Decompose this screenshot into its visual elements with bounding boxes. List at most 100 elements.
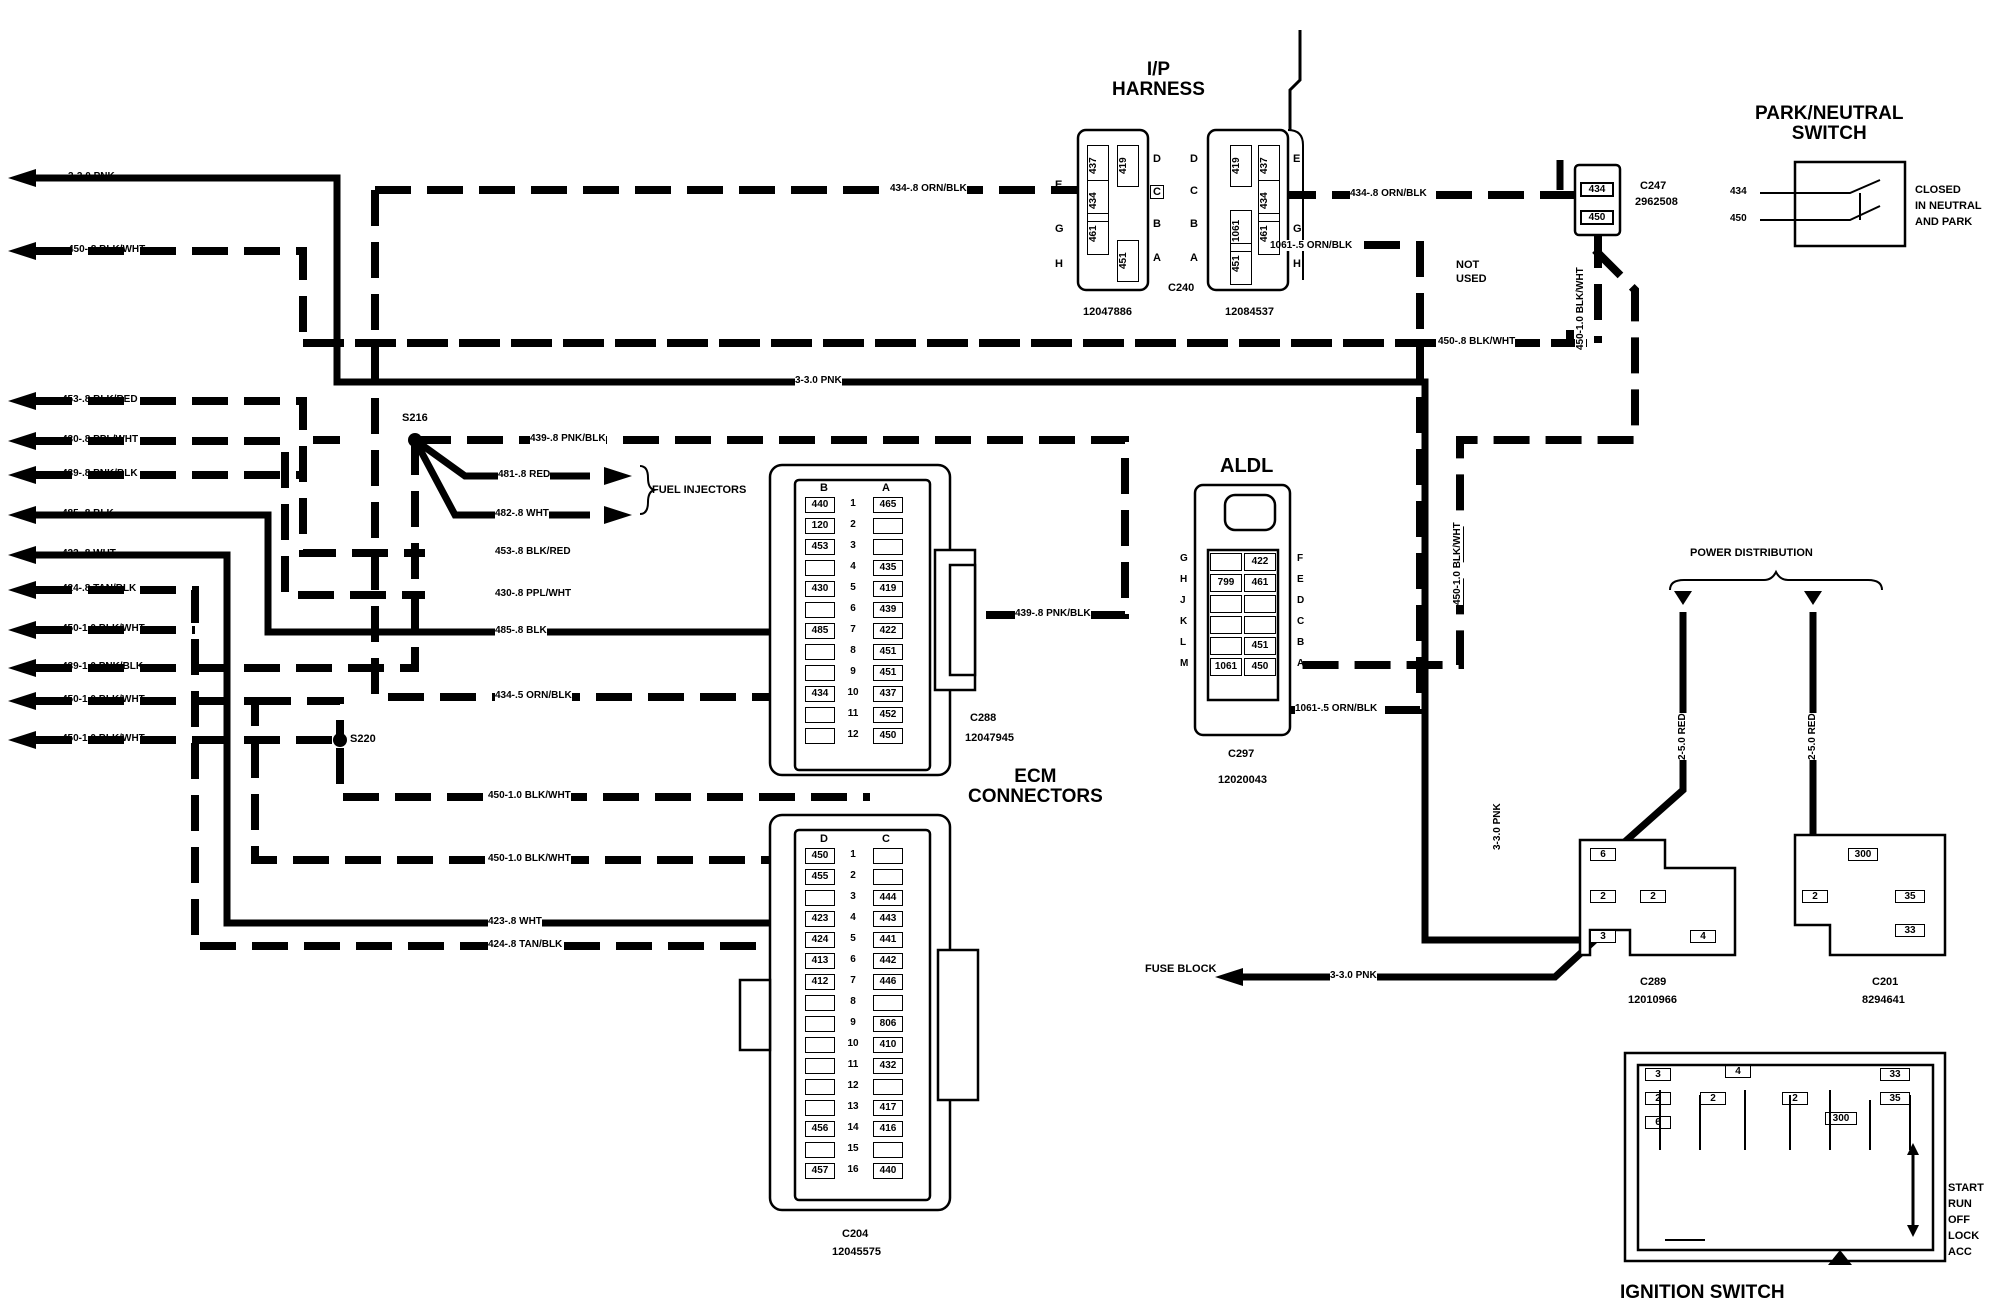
c204-col-c: C (882, 833, 890, 845)
c204-left-pin (805, 995, 835, 1011)
c204-right-pin: 444 (873, 890, 903, 906)
c204-left-pin (805, 1100, 835, 1116)
c204-right-pin (873, 848, 903, 864)
park-pin-b: 450 (1730, 213, 1747, 224)
c247-part: 2962508 (1635, 196, 1678, 208)
c288-id: C288 (970, 712, 997, 724)
c204-right-pin: 440 (873, 1163, 903, 1179)
aldl-letter-left: K (1180, 616, 1188, 627)
c288-right-pin: 439 (873, 602, 903, 618)
left-wire-8: 424-.8 TAN/BLK (62, 583, 137, 594)
c288-left-pin (805, 644, 835, 660)
ignition-switch (1623, 1051, 1947, 1265)
c247-pin-1: 434 (1580, 182, 1614, 197)
c288-row-number: 3 (850, 540, 856, 551)
aldl-letter-right: B (1297, 637, 1305, 648)
c240-letter-d2: D (1190, 153, 1198, 165)
wire-450-top (36, 247, 1574, 347)
w3-fuse-label: 3-3.0 PNK (1330, 970, 1377, 981)
c204-right-pin: 442 (873, 953, 903, 969)
c204-left-pin: 412 (805, 974, 835, 990)
c288-right-pin: 451 (873, 665, 903, 681)
c204-col-d: D (820, 833, 828, 845)
arrow-red-a (1674, 591, 1692, 605)
c297-part: 12020043 (1218, 774, 1267, 786)
arrow-482 (604, 506, 632, 524)
w450-mid-label: 450-.8 BLK/WHT (1438, 336, 1516, 347)
c240-letter-c2: C (1190, 185, 1198, 197)
c204-id: C204 (842, 1228, 869, 1240)
w3-vert-label: 3-3.0 PNK (1492, 803, 1503, 850)
c247-id: C247 (1640, 180, 1667, 192)
w2-red-b-label: 2-5.0 RED (1807, 713, 1818, 760)
c289-id: C289 (1640, 976, 1667, 988)
c204-left-pin: 457 (805, 1163, 835, 1179)
c204-left-pin (805, 1142, 835, 1158)
s220-label: S220 (350, 733, 376, 745)
c288-row-number: 8 (850, 645, 856, 656)
w450-vert-label: 450-1.0 BLK/WHT (1575, 267, 1586, 350)
ign-pin-2c: 2 (1782, 1092, 1808, 1105)
w450-low-label: 450-1.0 BLK/WHT (488, 790, 571, 801)
aldl-pin (1244, 616, 1276, 634)
c289-pin-6: 6 (1590, 848, 1616, 861)
c288-left-pin (805, 560, 835, 576)
c288-left-pin: 430 (805, 581, 835, 597)
w485-label: 485-.8 BLK (495, 625, 547, 636)
left-wire-10: 439-1.0 PNK/BLK (62, 661, 144, 672)
c240-letters-la: E (1055, 179, 1063, 191)
w424-label: 424-.8 TAN/BLK (488, 939, 563, 950)
c288-right-pin: 419 (873, 581, 903, 597)
c204-row-number: 7 (850, 975, 856, 986)
w2-red-a-label: 2-5.0 RED (1677, 713, 1688, 760)
wire-439-right (415, 436, 1129, 619)
ign-pin-4: 4 (1725, 1065, 1751, 1078)
c201-pin-33: 33 (1895, 924, 1925, 937)
c204-right-pin: 416 (873, 1121, 903, 1137)
c289-pin-3: 3 (1590, 930, 1616, 943)
wire-434-down (371, 190, 805, 701)
c204-row-number: 16 (847, 1164, 859, 1175)
c288-row-number: 10 (847, 687, 859, 698)
left-wire-7: 423-.8 WHT (62, 548, 116, 559)
arrow-481 (604, 467, 632, 485)
aldl-letter-left: M (1180, 658, 1189, 669)
c204-right-pin (873, 995, 903, 1011)
aldl-letter-right: E (1297, 574, 1304, 585)
c247-pin-2: 450 (1580, 210, 1614, 225)
c297-id: C297 (1228, 748, 1255, 760)
c240-id: C240 (1168, 282, 1195, 294)
c240-part-b: 12084537 (1225, 306, 1274, 318)
c288-row-number: 9 (850, 666, 856, 677)
aldl-letter-left: J (1180, 595, 1186, 606)
ign-pin-33: 33 (1880, 1068, 1910, 1081)
c288-right-pin (873, 518, 903, 534)
c288-row-number: 5 (850, 582, 856, 593)
c240b-pin-419: 419 (1230, 145, 1252, 187)
c240-part-a: 12047886 (1083, 306, 1132, 318)
c240-letter-c: C (1150, 185, 1164, 199)
aldl-title: ALDL (1220, 455, 1274, 477)
w439-right-label: 439-.8 PNK/BLK (1015, 608, 1091, 619)
aldl-letter-right: D (1297, 595, 1305, 606)
c204-right-pin: 806 (873, 1016, 903, 1032)
left-wire-6: 485-.8 BLK (62, 508, 114, 519)
ignition-title: IGNITION SWITCH (1620, 1282, 1785, 1303)
aldl-letter-right: C (1297, 616, 1305, 627)
wire-424 (36, 586, 805, 950)
w434-right-label: 434-.8 ORN/BLK (1350, 188, 1427, 199)
s216-label: S216 (402, 412, 428, 424)
c204-right-pin: 432 (873, 1058, 903, 1074)
fuel-injectors-label: FUEL INJECTORS (652, 484, 747, 496)
c201-pin-35: 35 (1895, 890, 1925, 903)
power-dist-brace (1669, 569, 1883, 591)
c288-row-number: 11 (847, 708, 859, 719)
c240-letter-b2: B (1190, 218, 1198, 230)
aldl-letter-right: F (1297, 553, 1304, 564)
park-pin-a: 434 (1730, 186, 1747, 197)
c204-left-pin (805, 1079, 835, 1095)
c288-right-pin (873, 539, 903, 555)
c204-right-pin: 443 (873, 911, 903, 927)
